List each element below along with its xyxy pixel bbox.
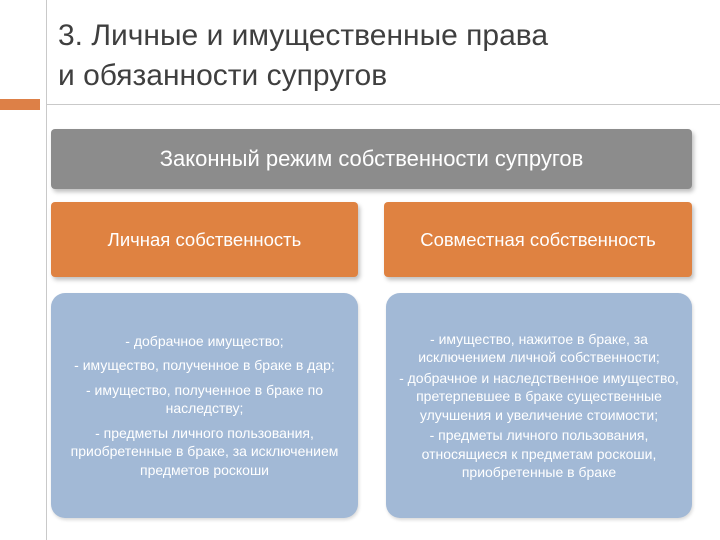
title-line-2: и обязанности супругов xyxy=(58,59,388,92)
list-item: - имущество, нажитое в браке, за исключе… xyxy=(418,330,660,366)
regime-header: Законный режим собственности супругов xyxy=(51,129,692,189)
list-item: - имущество, полученное в браке в дар; xyxy=(74,357,335,374)
personal-property-box: Личная собственность xyxy=(51,202,358,277)
list-item: - имущество, полученное в браке по насле… xyxy=(85,381,324,417)
joint-property-list: - имущество, нажитое в браке, за исключе… xyxy=(386,293,692,518)
list-item: - добрачное и наследственное имущество, … xyxy=(399,369,679,423)
horizontal-rule xyxy=(46,104,720,105)
list-item: - предметы личного пользования, относящи… xyxy=(421,427,657,480)
list-item: - добрачное имущество; xyxy=(125,332,284,349)
vertical-rule xyxy=(46,0,47,540)
slide-title: 3. Личные и имущественные права и обязан… xyxy=(58,16,698,96)
accent-bar xyxy=(0,99,40,110)
personal-property-list: - добрачное имущество; - имущество, полу… xyxy=(51,293,358,518)
joint-property-box: Совместная собственность xyxy=(384,202,692,277)
title-line-1: 3. Личные и имущественные права xyxy=(58,19,549,52)
list-item: - предметы личного пользования, приобрет… xyxy=(70,424,339,478)
